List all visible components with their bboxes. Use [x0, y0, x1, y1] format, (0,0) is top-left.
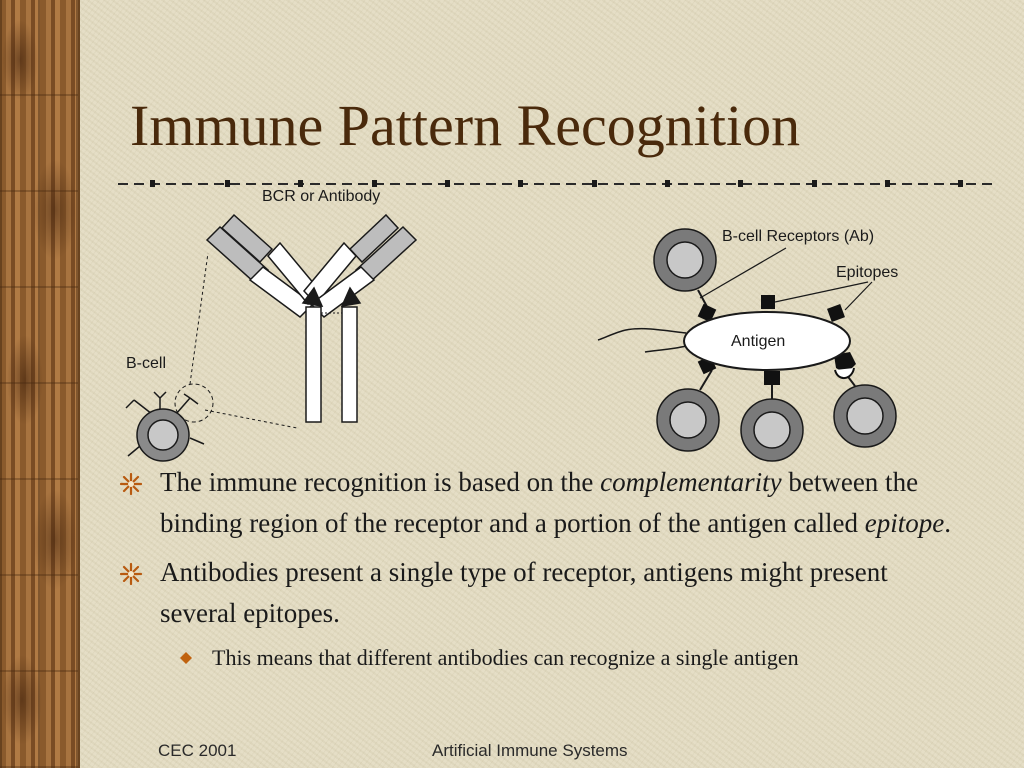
- label-epitopes: Epitopes: [836, 264, 899, 281]
- decorative-side-strip: [0, 0, 78, 768]
- sub-bullet-text: This means that different antibodies can…: [212, 645, 799, 670]
- slide-title: Immune Pattern Recognition: [130, 93, 801, 158]
- starburst-bullet-icon: [119, 562, 143, 586]
- antibody-diagram: [205, 213, 418, 423]
- antigen-binding-diagram: [597, 228, 897, 462]
- bullet-item: The immune recognition is based on the c…: [118, 462, 998, 544]
- label-bcell-receptors: B-cell Receptors (Ab): [722, 228, 875, 245]
- side-strip-edge: [78, 0, 80, 768]
- label-bcr-antibody: BCR or Antibody: [262, 188, 381, 205]
- bullet-text: The immune recognition is based on the: [160, 467, 601, 497]
- footer-left: CEC 2001: [158, 741, 237, 760]
- bullet-text: between the binding region of the recept…: [160, 467, 919, 538]
- bcell-icon: [125, 252, 298, 462]
- bullet-emphasis: complementarity: [600, 467, 782, 497]
- bullet-list: The immune recognition is based on the c…: [118, 462, 998, 674]
- bullet-item: Antibodies present a single type of rece…: [118, 552, 920, 634]
- bullet-emphasis: epitope: [864, 508, 945, 538]
- footer-center: Artificial Immune Systems: [432, 741, 628, 760]
- diamond-bullet-icon: [180, 652, 192, 664]
- bullet-text: .: [944, 508, 951, 538]
- title-divider: [118, 180, 992, 187]
- bullet-text: Antibodies present a single type of rece…: [160, 557, 888, 628]
- starburst-bullet-icon: [119, 472, 143, 496]
- label-bcell: B-cell: [126, 355, 167, 372]
- sub-bullet-item: This means that different antibodies can…: [118, 642, 998, 674]
- label-antigen: Antigen: [731, 333, 786, 350]
